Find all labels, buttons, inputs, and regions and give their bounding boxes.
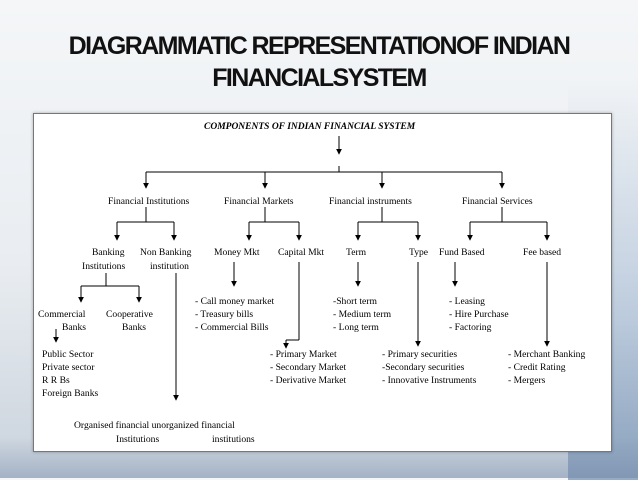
bank-type-public: Public Sector [42, 349, 94, 360]
bank-type-private: Private sector [42, 362, 95, 373]
bank-type-foreign: Foreign Banks [42, 388, 98, 399]
capital-market-item: - Secondary Market [270, 362, 347, 373]
money-market-item: - Call money market [195, 296, 274, 307]
node-cooperative-line1: Cooperative [106, 309, 153, 320]
fee-item: - Mergers [508, 375, 546, 386]
node-fund-based: Fund Based [439, 247, 485, 258]
connector-lines [53, 136, 550, 401]
type-item: - Innovative Instruments [382, 375, 477, 386]
money-market-item: - Treasury bills [195, 309, 253, 320]
node-type: Type [409, 247, 428, 258]
diagram-panel: COMPONENTS OF INDIAN FINANCIAL SYSTEM Fi… [33, 113, 612, 452]
node-financial-markets: Financial Markets [224, 196, 294, 207]
title-line-2: FINANCIALSYSTEM [212, 64, 427, 92]
node-commercial-line2: Banks [62, 322, 86, 333]
organised-institutions-label: Institutions [116, 434, 159, 445]
node-banking-line1: Banking [92, 247, 125, 258]
organised-line1: Organised financial unorganized financia… [74, 420, 235, 431]
slide-title: DIAGRAMMATIC REPRESENTATIONOF INDIAN FIN… [0, 30, 638, 94]
diagram-svg: COMPONENTS OF INDIAN FINANCIAL SYSTEM Fi… [38, 122, 585, 445]
node-financial-instruments: Financial instruments [329, 196, 412, 207]
money-market-item: - Commercial Bills [195, 322, 269, 333]
diagram-labels: COMPONENTS OF INDIAN FINANCIAL SYSTEM Fi… [38, 122, 585, 445]
node-cooperative-line2: Banks [122, 322, 146, 333]
node-nonbanking-line2: institution [150, 261, 189, 272]
node-fee-based: Fee based [523, 247, 561, 258]
node-financial-institutions: Financial Institutions [108, 196, 190, 207]
capital-market-item: - Derivative Market [270, 375, 347, 386]
term-item: -Short term [333, 296, 378, 307]
type-item: -Secondary securities [382, 362, 465, 373]
title-line-1: DIAGRAMMATIC REPRESENTATIONOF INDIAN [68, 32, 571, 60]
node-term: Term [346, 247, 367, 258]
unorganized-institutions-label: institutions [212, 434, 255, 445]
fee-item: - Credit Rating [508, 362, 566, 373]
node-capital-mkt: Capital Mkt [278, 247, 324, 258]
fund-item: - Factoring [449, 322, 492, 333]
node-banking-line2: Institutions [82, 261, 125, 272]
node-nonbanking-line1: Non Banking [140, 247, 192, 258]
type-item: - Primary securities [382, 349, 457, 360]
term-item: - Medium term [333, 309, 392, 320]
fee-item: - Merchant Banking [508, 349, 585, 360]
capital-market-item: - Primary Market [270, 349, 337, 360]
fund-item: - Leasing [449, 296, 485, 307]
node-money-mkt: Money Mkt [214, 247, 260, 258]
fund-item: - Hire Purchase [449, 309, 509, 320]
bank-type-rrb: R R Bs [42, 375, 70, 386]
node-financial-services: Financial Services [462, 196, 533, 207]
diagram-header: COMPONENTS OF INDIAN FINANCIAL SYSTEM [204, 122, 416, 132]
term-item: - Long term [333, 322, 379, 333]
node-commercial-line1: Commercial [38, 309, 86, 320]
